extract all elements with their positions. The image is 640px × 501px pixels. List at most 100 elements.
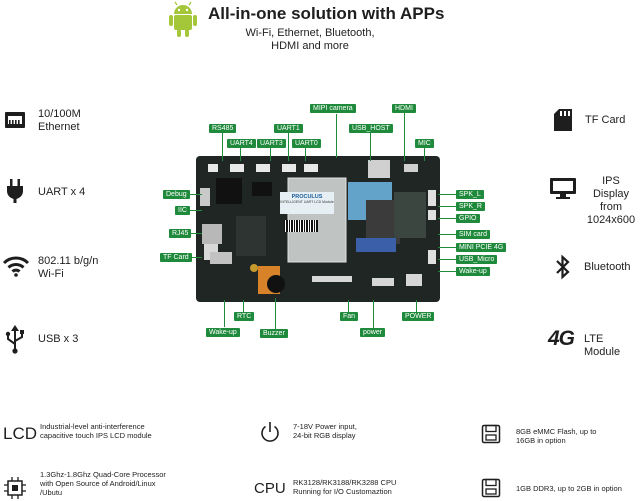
tag-fan: Fan [340,312,359,321]
leader-mini-pcie [438,247,456,248]
bluetooth-icon [556,254,570,280]
android-icon [169,1,197,37]
page-title: All-in-one solution with APPs [208,4,445,23]
leader-power-lower [373,300,374,328]
tag-wake-up-right: Wake-up [456,267,490,276]
tag-uart4: UART4 [227,139,256,148]
spec-processor: 1.3Ghz-1.8Ghz Quad-Core Processor with O… [40,470,166,497]
feature-tf-card: TF Card [585,114,626,126]
tag-debug: Debug [163,190,190,199]
leader-uart4 [240,148,241,161]
feature-wifi-line1: 802.11 b/g/n [38,255,99,267]
tag-rs485: RS485 [209,124,237,133]
leader-gpio [438,218,456,219]
leader-debug [189,194,202,195]
board-circuitry [200,160,436,294]
feature-lte: LTE Module [584,333,621,358]
tag-iic: IIC [175,206,190,215]
subtitle-line-2: HDMI and more [271,40,349,52]
tag-uart0: UART0 [292,139,321,148]
page-subtitle: Wi-Fi, Ethernet, Bluetooth, HDMI and mor… [240,27,380,53]
leader-fan [348,300,349,312]
tag-rj45: RJ45 [169,229,192,238]
module-subtitle: INTELLIGENT UART LCD Module [280,200,334,204]
feature-wifi: 802.11 b/g/n Wi-Fi [38,255,98,281]
barcode [284,220,318,232]
feature-ips-line1: IPS Display [592,175,630,200]
spec-processor-line1: 1.3Ghz-1.8Ghz Quad-Core Processor [40,470,166,479]
leader-sim-card [438,234,456,235]
feature-uart: UART x 4 [38,186,86,198]
tag-hdmi: HDMI [392,104,416,113]
usb-icon [5,325,24,354]
feature-ips-line3: 1024x600 [586,214,636,226]
tag-sim-card: SIM card [456,230,491,239]
leader-wake-up-l [224,300,225,327]
plug-icon [7,179,23,203]
tag-rtc: RTC [234,312,255,321]
spec-cpu-line2: Running for I/O Customaztion [293,487,392,496]
leader-usb-host [370,133,371,161]
tag-power-lower: power [360,328,386,337]
feature-wifi-line2: Wi-Fi [38,268,64,280]
spec-processor-line2: with Open Source of Android/Linux [40,479,156,488]
tag-buzzer: Buzzer [260,329,288,338]
spec-cpu: RK3128/RK3188/RK3288 CPU Running for I/O… [293,478,396,496]
subtitle-line-1: Wi-Fi, Ethernet, Bluetooth, [245,27,375,39]
leader-iic [187,210,202,211]
leader-tf-card [190,257,202,258]
display-icon [550,178,576,199]
spec-flash-line1: 8GB eMMC Flash, up to [516,427,597,436]
tag-uart1: UART1 [274,124,303,133]
feature-usb: USB x 3 [38,333,79,345]
feature-ethernet-line2: Ethernet [38,121,80,133]
leader-wake-up-r [438,271,456,272]
feature-bluetooth: Bluetooth [584,261,631,273]
leader-uart3 [270,148,271,161]
feature-ethernet: 10/100M Ethernet [38,108,81,134]
leader-power [416,300,417,312]
lcd-icon: LCD [3,424,38,443]
tag-usb-micro: USB_Micro [456,255,498,264]
ethernet-icon [5,112,25,128]
tag-mini-pcie: MINI PCIE 4G [456,243,507,252]
4g-icon: 4G [548,327,575,350]
tag-spk-l: SPK_L [456,190,484,199]
wifi-icon [2,256,30,277]
spec-power-line1: 7-18V Power input, [293,422,357,431]
tag-wake-up-left: Wake-up [206,328,240,337]
module-label: PROCULUS INTELLIGENT UART LCD Module [280,192,334,214]
tag-uart3: UART3 [257,139,286,148]
spec-lcd-line2: capacitive touch IPS LCD module [40,431,152,440]
spec-power: 7-18V Power input, 24-bit RGB display [293,422,357,440]
feature-ips-display: IPS Display from 1024x600 [584,175,638,227]
chip-icon [4,477,26,499]
leader-mic [424,148,425,161]
spec-cpu-line1: RK3128/RK3188/RK3288 CPU [293,478,397,487]
tag-gpio: GPIO [456,214,480,223]
sd-card-icon [554,109,572,131]
spec-power-line2: 24-bit RGB display [293,431,356,440]
leader-buzzer [275,298,276,329]
leader-usb-micro [438,259,456,260]
spec-processor-line3: /Ubutu [40,488,63,497]
leader-uart1 [288,133,289,161]
module-brand: PROCULUS [291,194,323,200]
spec-lcd-line1: Industrial-level anti-interference [40,422,145,431]
spec-memory: 1GB DDR3, up to 2GB in option [516,484,622,493]
tag-power: POWER [402,312,435,321]
feature-ips-line2: from [600,201,622,213]
cpu-icon: CPU [254,480,286,497]
power-icon [261,422,279,442]
tag-usb-host: USB_HOST [349,124,393,133]
leader-rj45 [188,233,202,234]
storage-icon [481,424,501,444]
leader-uart0 [305,148,306,161]
leader-spk-r [438,206,456,207]
memory-icon [481,478,501,498]
leader-rs485 [222,133,223,161]
tag-mipi-camera: MIPI camera [310,104,356,113]
spec-lcd: Industrial-level anti-interference capac… [40,422,152,440]
tag-spk-r: SPK_R [456,202,485,211]
tag-mic: MIC [415,139,434,148]
